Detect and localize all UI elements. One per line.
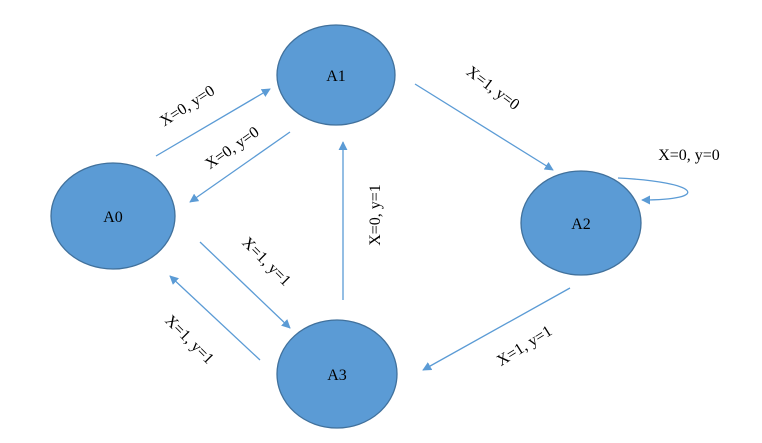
label-a1-to-a2: X=1, y=0 <box>463 63 522 114</box>
edge-a0-to-a1 <box>155 88 271 157</box>
state-a3: A3 <box>276 319 398 429</box>
label-a3-to-a1: X=0, y=1 <box>367 184 384 246</box>
state-a0: A0 <box>50 162 176 270</box>
label-a2-self: X=0, y=0 <box>658 147 720 164</box>
label-a0-to-a3: X=1, y=1 <box>238 234 294 290</box>
label-a1-to-a0: X=0, y=0 <box>202 124 262 173</box>
edge-a1-to-a2 <box>414 83 554 171</box>
label-a0-to-a1: X=0, y=0 <box>157 82 218 130</box>
edge-a3-to-a0 <box>169 275 261 361</box>
state-a0-label: A0 <box>103 209 123 226</box>
edge-a2-to-a3 <box>422 287 571 371</box>
state-a1: A1 <box>276 24 396 126</box>
edge-a2-self-loop <box>617 177 689 205</box>
label-a3-to-a0: X=1, y=1 <box>161 312 217 368</box>
state-a1-label: A1 <box>326 68 346 85</box>
edge-a1-to-a0 <box>189 131 291 203</box>
state-a3-label: A3 <box>327 367 347 384</box>
state-a2: A2 <box>520 170 642 276</box>
state-a2-label: A2 <box>571 216 591 233</box>
edge-a0-to-a3 <box>199 241 291 329</box>
label-a2-to-a3: X=1, y=1 <box>494 323 555 370</box>
